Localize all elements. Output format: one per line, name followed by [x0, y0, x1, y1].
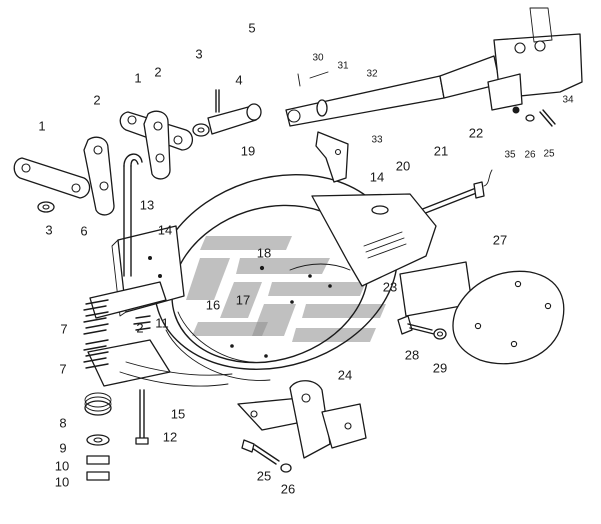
link-plates-left [13, 136, 115, 216]
label-part-12: 12 [162, 429, 178, 445]
label-part-25: 25 [543, 148, 555, 160]
label-part-3: 3 [45, 222, 53, 238]
label-part-25: 25 [256, 468, 272, 484]
label-part-8: 8 [59, 415, 67, 431]
label-part-27: 27 [492, 232, 508, 248]
small-bolts-right [512, 106, 556, 127]
label-part-24: 24 [337, 367, 353, 383]
link-plates-center [119, 89, 262, 180]
label-part-7: 7 [59, 361, 67, 377]
label-part-22: 22 [468, 125, 484, 141]
label-part-13: 13 [139, 197, 155, 213]
label-part-16: 16 [205, 297, 221, 313]
springs [83, 299, 151, 369]
bolt-28-nut-29 [397, 315, 447, 340]
bracket-33 [315, 131, 349, 183]
label-part-19: 19 [240, 143, 256, 159]
label-part-14: 14 [157, 222, 173, 238]
label-part-34: 34 [562, 94, 574, 106]
vertical-rod [123, 153, 143, 277]
label-part-10: 10 [54, 458, 70, 474]
label-part-20: 20 [395, 158, 411, 174]
label-part-33: 33 [371, 134, 383, 146]
cover-plate [399, 261, 565, 365]
label-part-30: 30 [312, 52, 324, 64]
label-part-6: 6 [80, 223, 88, 239]
label-part-35: 35 [504, 149, 516, 161]
top-right-bracket [487, 7, 583, 111]
label-part-21: 21 [433, 143, 449, 159]
label-part-7: 7 [60, 321, 68, 337]
label-part-26: 26 [280, 481, 296, 497]
label-part-15: 15 [170, 406, 186, 422]
label-part-17: 17 [235, 292, 251, 308]
label-part-32: 32 [366, 68, 378, 80]
label-part-1: 1 [38, 118, 46, 134]
watermark-logo [186, 236, 386, 342]
lower-bracket [237, 380, 367, 459]
adjuster-housing [311, 193, 437, 287]
left-mount-bracket [87, 225, 233, 387]
label-part-10: 10 [54, 474, 70, 490]
label-part-29: 29 [432, 360, 448, 376]
label-part-1: 1 [134, 70, 142, 86]
label-part-26: 26 [524, 149, 536, 161]
label-part-2: 2 [93, 92, 101, 108]
label-part-2: 2 [154, 64, 162, 80]
label-part-23: 23 [382, 279, 398, 295]
label-part-14: 14 [369, 169, 385, 185]
bolt-12 [135, 389, 149, 445]
washer-stack [84, 392, 112, 481]
adjusting-bolt [419, 169, 493, 215]
label-part-4: 4 [235, 72, 243, 88]
label-part-9: 9 [59, 440, 67, 456]
label-part-18: 18 [256, 245, 272, 261]
label-part-5: 5 [248, 20, 256, 36]
label-part-11: 11 [155, 315, 169, 331]
bolts-lower [241, 439, 292, 473]
label-part-2: 2 [136, 320, 144, 336]
lever-arm [285, 55, 501, 127]
label-part-28: 28 [404, 347, 420, 363]
label-part-3: 3 [195, 46, 203, 62]
label-part-31: 31 [337, 60, 349, 72]
